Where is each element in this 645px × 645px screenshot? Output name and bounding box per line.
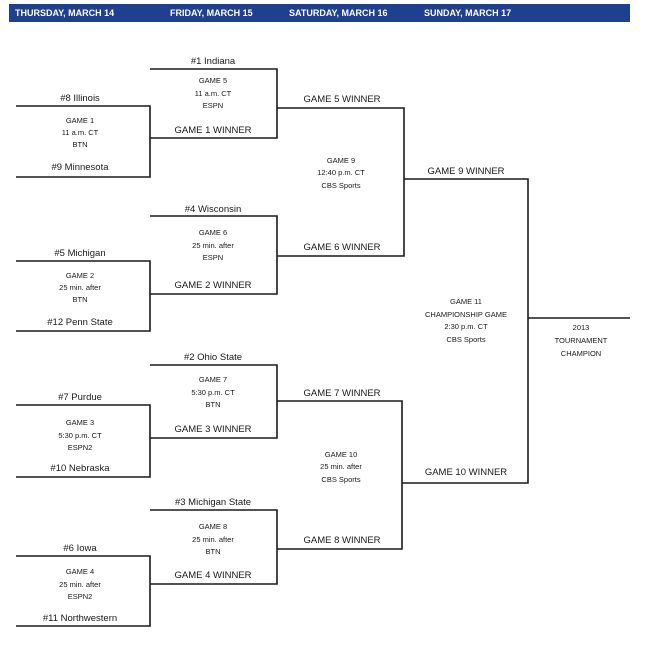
game4-winner-slot: GAME 4 WINNER (174, 570, 252, 581)
game3-winner-slot: GAME 3 WINNER (174, 424, 252, 435)
game5-number: GAME 5 (198, 76, 228, 85)
game1-network: BTN (72, 140, 88, 149)
game6-winner-slot: GAME 6 WINNER (303, 242, 381, 253)
game11-time: 2:30 p.m. CT (444, 322, 488, 331)
bracket-line-game8 (150, 509, 278, 585)
game1-time: 11 a.m. CT (61, 128, 99, 137)
game10-winner-slot: GAME 10 WINNER (424, 467, 508, 478)
champion-year: 2013 (572, 323, 590, 332)
game9-winner-slot: GAME 9 WINNER (427, 166, 505, 177)
game11-number: GAME 11 (450, 297, 482, 306)
game2-winner-slot: GAME 2 WINNER (174, 280, 252, 291)
team-michigan: #5 Michigan (54, 248, 106, 259)
day-label-sunday: SUNDAY, MARCH 17 (424, 8, 512, 18)
game1-number: GAME 1 (65, 116, 95, 125)
bracket-line-game3 (16, 404, 151, 478)
game3-network: ESPN2 (67, 443, 93, 452)
game3-time: 5:30 p.m. CT (58, 431, 102, 440)
game4-number: GAME 4 (65, 567, 95, 576)
game1-winner-slot: GAME 1 WINNER (174, 125, 252, 136)
team-penn-state: #12 Penn State (47, 317, 113, 328)
bracket-line-game4 (16, 555, 151, 627)
game4-network: ESPN2 (67, 592, 93, 601)
team-michigan-state: #3 Michigan State (174, 497, 252, 508)
day-label-friday: FRIDAY, MARCH 15 (170, 8, 253, 18)
team-minnesota: #9 Minnesota (51, 162, 109, 173)
game3-number: GAME 3 (65, 418, 95, 427)
bracket-line-game6 (150, 215, 278, 295)
game9-time: 12:40 p.m. CT (317, 168, 365, 177)
team-indiana: #1 Indiana (190, 56, 236, 67)
team-purdue: #7 Purdue (58, 392, 102, 403)
game6-time: 25 min. after (192, 241, 234, 250)
champion-line1: TOURNAMENT (554, 336, 608, 345)
game2-time: 25 min. after (59, 283, 101, 292)
team-ohio-state: #2 Ohio State (183, 352, 243, 363)
game9-number: GAME 9 (326, 156, 356, 165)
game11-network: CBS Sports (446, 335, 486, 344)
game6-number: GAME 6 (198, 228, 228, 237)
day-label-thursday: THURSDAY, MARCH 14 (15, 8, 115, 18)
game5-time: 11 a.m. CT (194, 89, 232, 98)
team-wisconsin: #4 Wisconsin (184, 204, 242, 215)
day-label-saturday: SATURDAY, MARCH 16 (289, 8, 388, 18)
game8-network: BTN (205, 547, 221, 556)
bracket-line-game2 (16, 260, 151, 332)
game2-network: BTN (72, 295, 88, 304)
game8-number: GAME 8 (198, 522, 228, 531)
game8-winner-slot: GAME 8 WINNER (303, 535, 381, 546)
game4-time: 25 min. after (59, 580, 101, 589)
game7-winner-slot: GAME 7 WINNER (303, 388, 381, 399)
date-header-bar: THURSDAY, MARCH 14 FRIDAY, MARCH 15 SATU… (9, 4, 630, 22)
team-nebraska: #10 Nebraska (50, 463, 110, 474)
game10-number: GAME 10 (324, 450, 358, 459)
game10-network: CBS Sports (321, 475, 361, 484)
game5-winner-slot: GAME 5 WINNER (303, 94, 381, 105)
game7-network: BTN (205, 400, 221, 409)
team-iowa: #6 Iowa (63, 543, 97, 554)
team-northwestern: #11 Northwestern (42, 613, 118, 624)
championship-game-label: CHAMPIONSHIP GAME (425, 310, 507, 319)
game7-number: GAME 7 (198, 375, 228, 384)
game6-network: ESPN (202, 253, 224, 262)
bracket-line-game10 (277, 400, 403, 550)
game9-network: CBS Sports (321, 181, 361, 190)
champion-line2: CHAMPION (560, 349, 602, 358)
game2-number: GAME 2 (65, 271, 95, 280)
team-illinois: #8 Illinois (60, 93, 100, 104)
bracket-line-game1 (16, 105, 151, 178)
game8-time: 25 min. after (192, 535, 234, 544)
game10-time: 25 min. after (320, 462, 362, 471)
bracket-line-game11 (402, 178, 529, 484)
game5-network: ESPN (202, 101, 224, 110)
game7-time: 5:30 p.m. CT (191, 388, 235, 397)
bracket-line-game9 (277, 107, 405, 257)
bracket-line-game5 (150, 68, 278, 139)
